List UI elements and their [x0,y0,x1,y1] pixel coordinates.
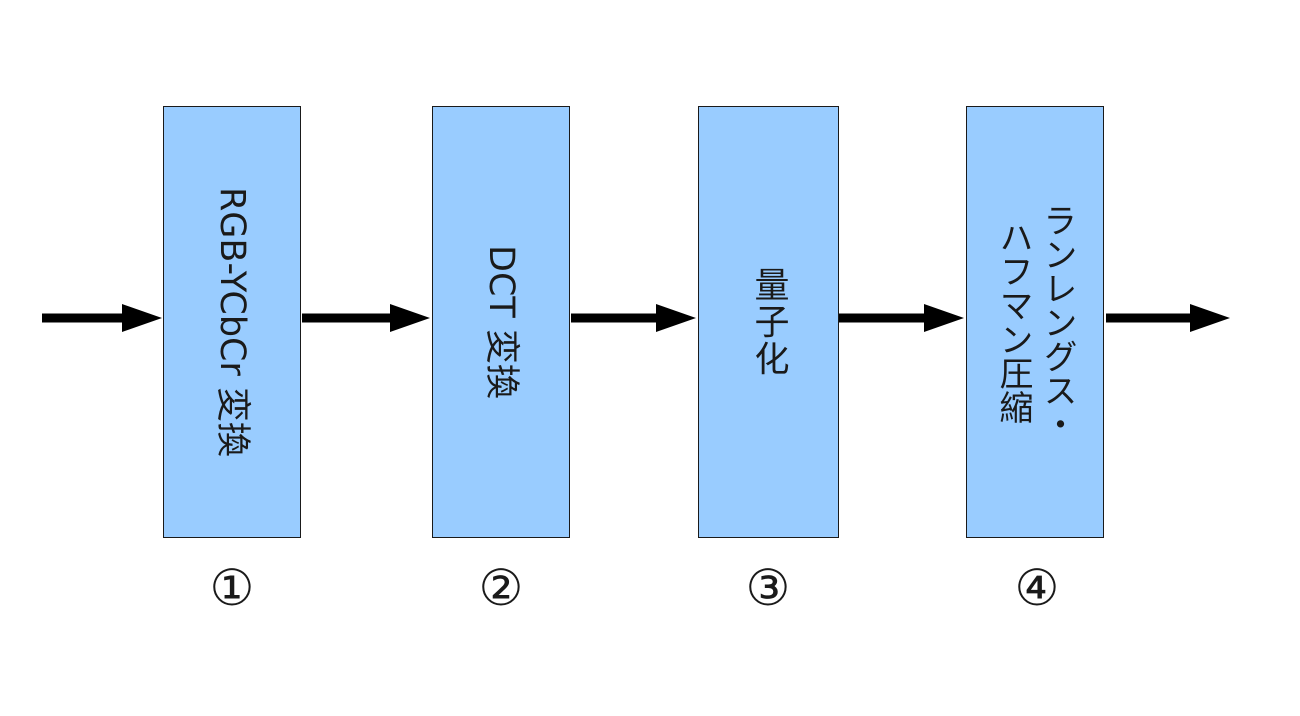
step-box-quantization: 量子化 [698,106,839,538]
step-label: DCT 変換 [481,245,521,399]
step-label: RGB-YCbCr 変換 [212,186,252,458]
step-box-runlength-huffman: ランレングス・ ハフマン圧縮 [966,106,1104,538]
step-number: ④ [1014,559,1060,617]
step-number: ③ [745,559,791,617]
arrow-input [42,304,162,332]
step-number: ① [209,559,255,617]
step-label: 量子化 [748,266,789,378]
step-number: ② [478,559,524,617]
arrow-3-to-4 [839,304,964,332]
step-label: ランレングス・ ハフマン圧縮 [993,203,1077,441]
arrow-output [1106,304,1230,332]
arrow-2-to-3 [571,304,696,332]
arrow-1-to-2 [302,304,430,332]
step-box-rgb-ycbcr: RGB-YCbCr 変換 [163,106,301,538]
step-box-dct: DCT 変換 [432,106,570,538]
